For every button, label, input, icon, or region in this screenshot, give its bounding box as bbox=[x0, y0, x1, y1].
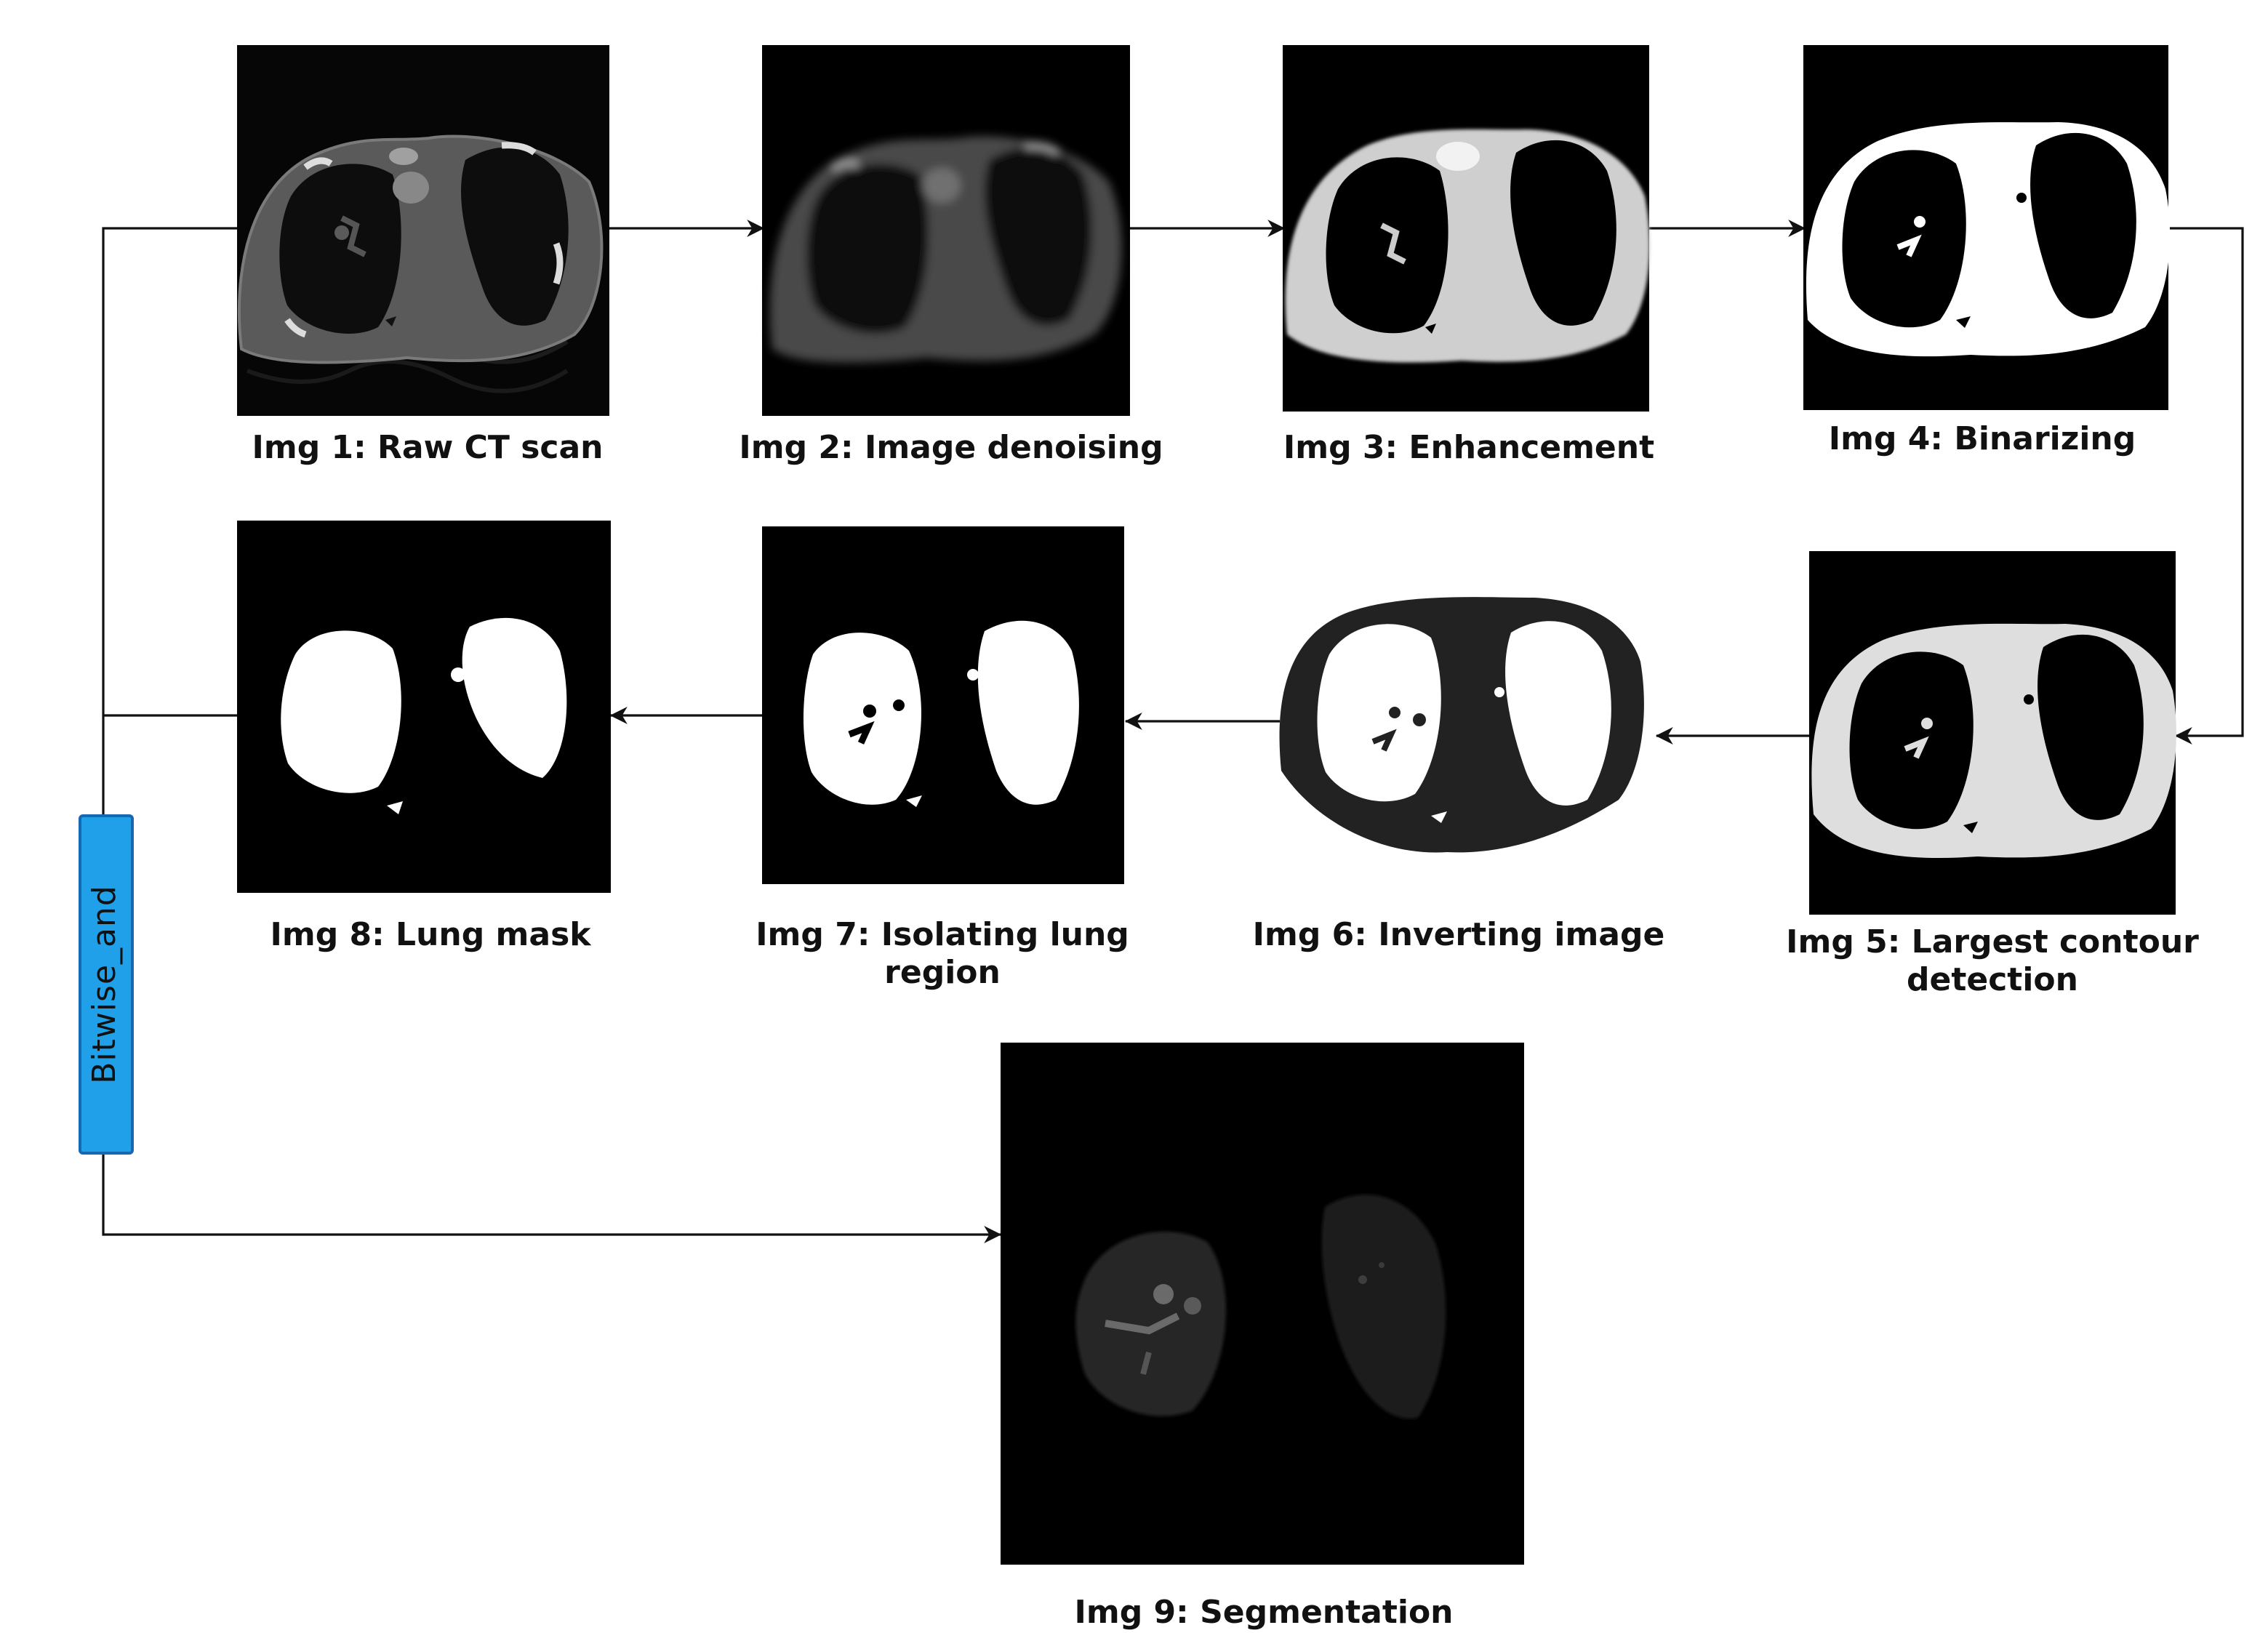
step-caption-line-2: detection bbox=[1907, 961, 2078, 998]
enhanced-ct-image bbox=[1285, 129, 1650, 363]
step-img3: Img 3: Enhancement bbox=[1283, 45, 1654, 466]
connector-bitwise-to-img9 bbox=[102, 1153, 1002, 1243]
step-img1: Img 1: Raw CT scan bbox=[237, 45, 609, 466]
step-caption: Img 3: Enhancement bbox=[1283, 429, 1654, 466]
step-img5: Img 5: Largest contour detection bbox=[1786, 551, 2199, 998]
denoised-ct-image bbox=[769, 136, 1122, 363]
step-caption: Img 5: Largest contour bbox=[1786, 923, 2199, 960]
step-img6: Img 6: Inverting image bbox=[1253, 597, 1665, 953]
step-caption: Img 7: Isolating lung bbox=[756, 916, 1129, 953]
step-caption-line-2: region bbox=[884, 954, 1001, 991]
step-caption: Img 6: Inverting image bbox=[1253, 916, 1665, 953]
step-caption: Img 8: Lung mask bbox=[270, 916, 592, 953]
step-img4: Img 4: Binarizing bbox=[1803, 45, 2171, 457]
step-caption: Img 9: Segmentation bbox=[1075, 1594, 1454, 1631]
binarized-ct-image bbox=[1806, 122, 2171, 357]
isolated-lung-image bbox=[803, 620, 1079, 807]
lung-mask-image bbox=[281, 617, 567, 814]
bitwise-and-node: Bitwise_and bbox=[79, 814, 134, 1155]
bitwise-and-label: Bitwise_and bbox=[86, 885, 123, 1084]
largest-contour-image bbox=[1811, 623, 2176, 859]
connector-img1-to-bitwise bbox=[102, 227, 237, 816]
step-img2: Img 2: Image denoising bbox=[739, 45, 1163, 466]
step-img9: Img 9: Segmentation bbox=[1001, 1043, 1524, 1631]
step-img7: Img 7: Isolating lung region bbox=[756, 526, 1129, 991]
segmented-lung-image bbox=[1075, 1195, 1446, 1419]
inverted-ct-image bbox=[1279, 597, 1644, 853]
step-caption: Img 4: Binarizing bbox=[1829, 420, 2136, 457]
raw-ct-scan-image bbox=[237, 45, 609, 416]
step-caption: Img 2: Image denoising bbox=[739, 429, 1163, 466]
connector-img4-to-img5 bbox=[2168, 227, 2244, 745]
connectors bbox=[102, 220, 2244, 1243]
step-caption: Img 1: Raw CT scan bbox=[252, 429, 603, 466]
bitwise-and-box bbox=[79, 814, 134, 1155]
step-img8: Img 8: Lung mask bbox=[237, 521, 611, 953]
